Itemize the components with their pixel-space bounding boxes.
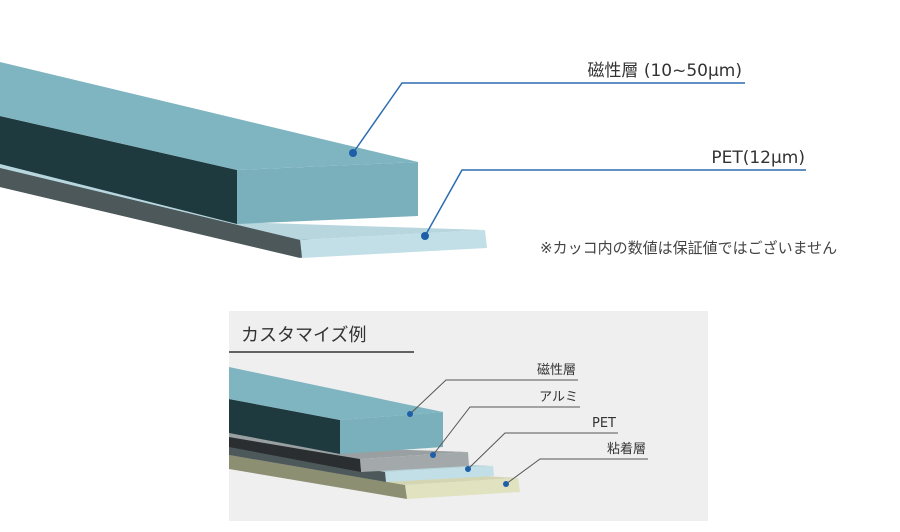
custom-magnetic-front-face bbox=[340, 412, 443, 454]
aluminum-front-face bbox=[360, 452, 469, 472]
panel-title: カスタマイズ例 bbox=[241, 325, 366, 346]
adhesive-front-face bbox=[405, 478, 520, 499]
leader-dot-pet bbox=[421, 232, 429, 240]
leader-pet bbox=[424, 169, 806, 237]
leader-dot-custom-pet bbox=[465, 466, 471, 472]
aluminum-edge bbox=[229, 437, 361, 472]
disclaimer-note: ※カッコ内の数値は保証値ではございません bbox=[540, 239, 837, 257]
top-magnetic-front-face bbox=[237, 162, 418, 224]
custom-magnetic-side-face bbox=[229, 399, 340, 454]
label-adhesive-layer: 粘着層 bbox=[607, 441, 646, 457]
top-pet-top-face bbox=[0, 150, 485, 240]
adhesive-edge bbox=[229, 455, 407, 499]
leader-aluminum bbox=[432, 406, 580, 456]
top-layer-stack bbox=[0, 62, 487, 258]
label-pet: PET(12μm) bbox=[711, 148, 805, 168]
label-custom-pet: PET bbox=[592, 416, 616, 431]
top-pet-edge bbox=[0, 168, 302, 258]
leader-dot-aluminum bbox=[430, 452, 436, 458]
leader-custom-pet bbox=[467, 432, 618, 470]
top-pet-front-face bbox=[300, 230, 487, 258]
custom-magnetic-top-face bbox=[229, 367, 443, 420]
label-custom-magnetic-layer: 磁性層 bbox=[537, 363, 576, 378]
leader-adhesive bbox=[505, 458, 648, 485]
label-aluminum: アルミ bbox=[539, 390, 578, 405]
leader-custom-magnetic bbox=[409, 379, 578, 415]
top-magnetic-top-face bbox=[0, 62, 418, 170]
leader-dot-magnetic bbox=[349, 149, 357, 157]
leader-dot-custom-magnetic bbox=[407, 411, 413, 417]
top-magnetic-side-face bbox=[0, 116, 237, 224]
aluminum-top-face bbox=[229, 428, 468, 459]
label-magnetic-layer: 磁性層 (10~50μm) bbox=[587, 61, 742, 81]
leader-magnetic bbox=[352, 82, 745, 154]
top-leaders bbox=[349, 82, 806, 240]
custom-example-panel: カスタマイズ例 磁性層 アルミ PET 粘着層 bbox=[229, 311, 708, 521]
leader-dot-adhesive bbox=[503, 481, 509, 487]
